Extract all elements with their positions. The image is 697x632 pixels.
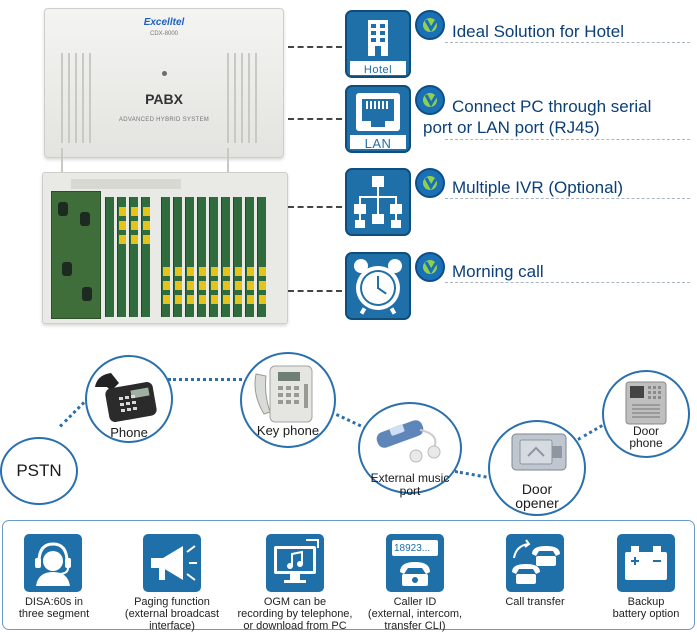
feature-label-lan-line2: port or LAN port (RJ45) [423,118,600,137]
door-opener-node [488,420,586,516]
mp3-player-icon [376,420,441,463]
music-port-label-line1: External music [370,471,450,485]
caller-id-function-icon: 18923... [386,534,444,592]
connector-lan [288,118,342,120]
power-led [162,71,167,76]
operator-headset-icon [35,542,71,586]
door-phone-node [602,370,690,458]
call-transfer-icon [512,539,560,584]
ivr-tree-icon [354,176,402,228]
lan-feature-icon: LAN [345,85,411,153]
battery-icon [625,546,667,580]
ogm-label-line1: OGM can be [263,596,327,608]
battery-label-line2: battery option [612,608,680,620]
paging-label-line3: interface) [149,620,195,632]
connector-hotel [288,46,342,48]
door-phone-label-line1: Door [632,424,659,438]
pabx-brand: Excelltel [143,17,185,28]
feature-label-hotel: Ideal Solution for Hotel [452,22,624,41]
pstn-label: PSTN [16,461,62,480]
call-transfer-function-icon [506,534,564,592]
function-bar: DISA:60s in three segment Paging functio… [2,520,695,632]
feature-underline [445,139,690,140]
link-phone-keyphone [168,378,242,381]
door-lock-icon [511,433,567,471]
megaphone-icon [151,545,197,581]
terminal-strip [71,179,181,189]
hotel-caption: Hotel [363,64,393,76]
music-port-label-line2: port [399,484,421,498]
music-port-node [358,402,462,494]
check-badge-icon [415,168,445,198]
door-opener-label-line2: opener [515,495,559,511]
ogm-label-line3: or download from PC [243,620,347,632]
pabx-device-open [42,172,288,324]
disa-function-icon [24,534,82,592]
phone-label: Phone [110,425,148,440]
paging-label-line2: (external broadcast [124,608,220,620]
caller-id-phone-icon [392,540,438,586]
call-transfer-label: Call transfer [505,596,565,608]
battery-label-line1: Backup [627,596,665,608]
hotel-building-icon [350,20,406,75]
feature-underline [445,282,690,283]
door-phone-icon [625,381,667,425]
alarm-clock-icon [354,259,402,315]
pstn-node [0,437,78,505]
key-phone-icon [254,365,313,423]
check-badge-icon [415,252,445,282]
pabx-device-closed: Excelltel CDX-8000 PABX ADVANCED HYBRID … [44,8,284,238]
feature-underline [445,42,690,43]
check-badge-icon [415,10,445,40]
extension-cards [105,197,279,317]
pabx-subtitle: ADVANCED HYBRID SYSTEM [118,117,210,123]
feature-label-ivr: Multiple IVR (Optional) [452,178,624,197]
disa-label-line1: DISA:60s in [24,596,84,608]
paging-function-icon [143,534,201,592]
caller-id-label-line2: (external, intercom, [367,608,463,620]
connector-morning [288,290,342,292]
power-supply-board [51,191,101,319]
caller-id-label-line3: transfer CLI) [384,620,446,632]
ogm-label-line2: recording by telephone, [237,608,353,620]
caller-id-label-line1: Caller ID [393,596,437,608]
pabx-model: CDX-8000 [149,31,178,37]
feature-underline [445,198,690,199]
hotel-feature-icon: Hotel [345,10,411,78]
pabx-title: PABX [145,91,183,107]
lan-caption: LAN [364,136,392,151]
ogm-function-icon [266,534,324,592]
connector-ivr [288,206,342,208]
caller-id-screen: 18923... [394,543,431,554]
paging-label-line1: Paging function [134,596,210,608]
phone-node [85,355,173,443]
key-phone-node [240,352,336,448]
ivr-feature-icon [345,168,411,236]
morning-call-feature-icon [345,252,411,320]
key-phone-label: Key phone [256,423,320,438]
disa-label-line2: three segment [18,608,90,620]
door-opener-label-line1: Door [521,481,553,497]
rj45-port-icon [350,93,406,149]
feature-label-lan-line1: Connect PC through serial [452,97,652,116]
feature-label-morning: Morning call [452,262,544,281]
door-phone-label-line2: phone [629,436,663,450]
monitor-music-icon [274,539,319,583]
desk-phone-icon [95,373,157,422]
check-badge-icon [415,85,445,115]
battery-function-icon [617,534,675,592]
